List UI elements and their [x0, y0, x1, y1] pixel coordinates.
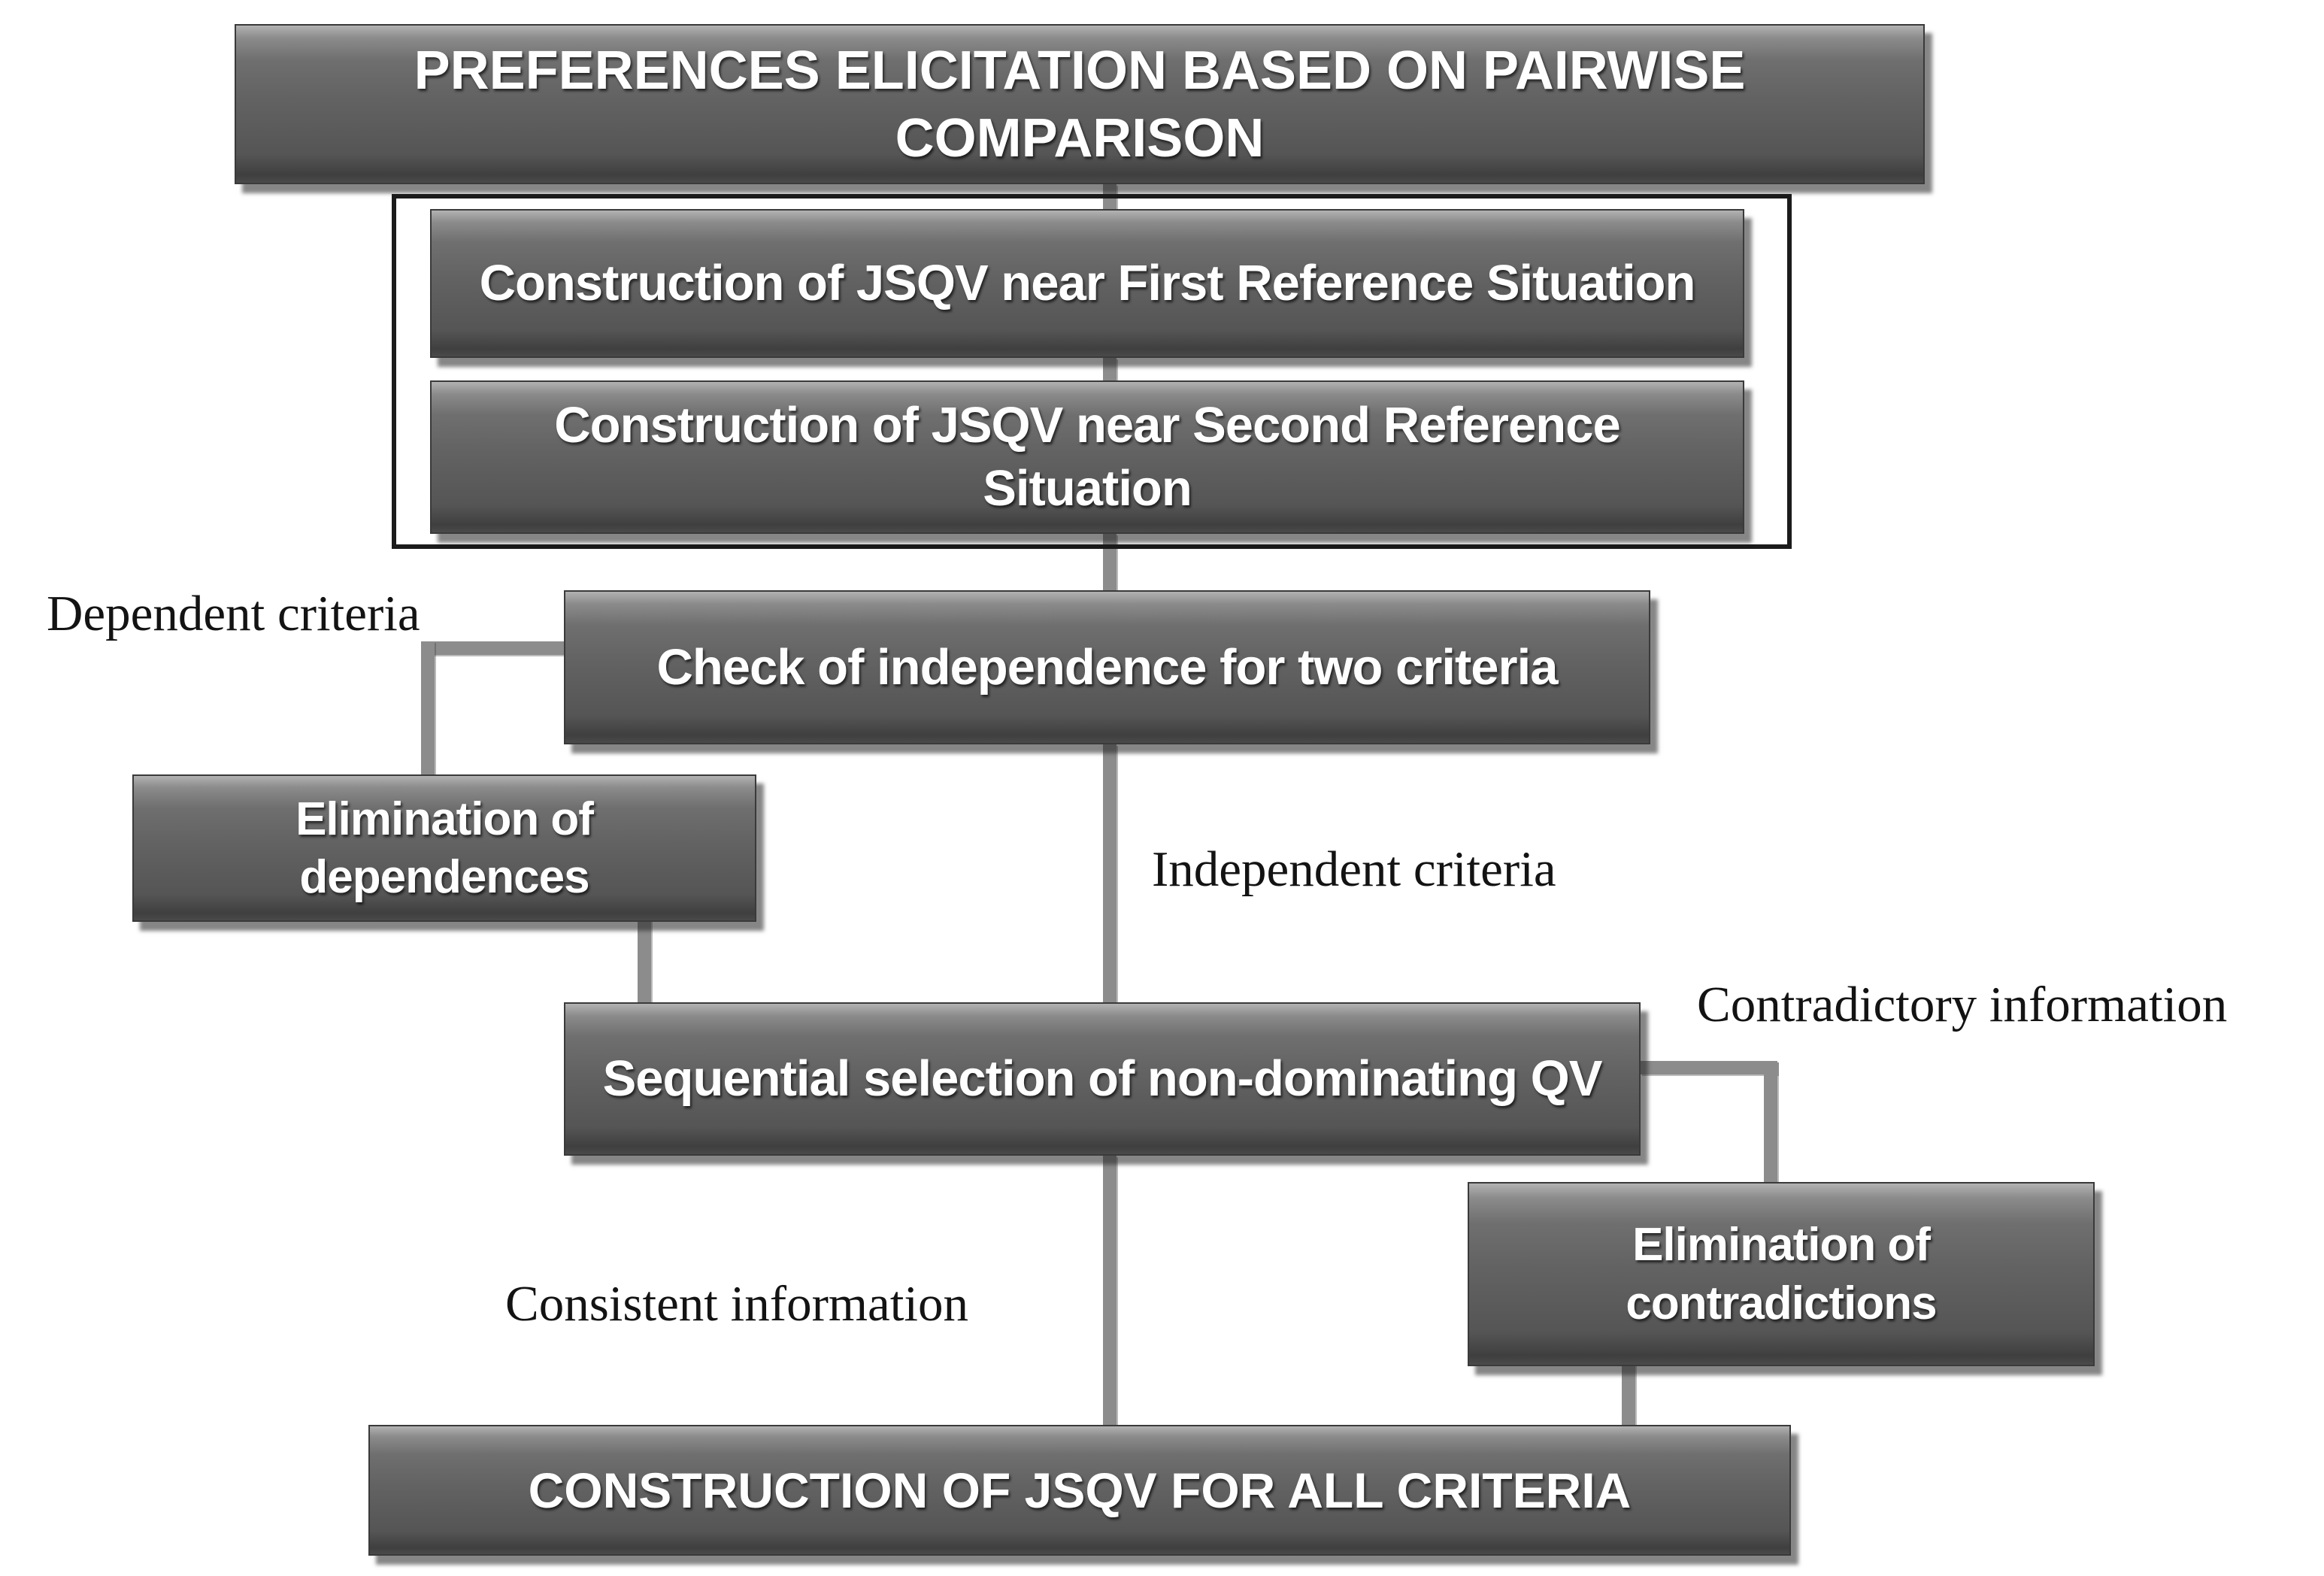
node-construction-all-criteria-label: CONSTRUCTION OF JSQV FOR ALL CRITERIA: [528, 1462, 1632, 1518]
connector-dependent-vertical: [421, 641, 435, 777]
node-construction-second-reference: Construction of JSQV near Second Referen…: [430, 380, 1744, 534]
edge-label-consistent-information: Consistent information: [505, 1276, 968, 1332]
node-construction-all-criteria: CONSTRUCTION OF JSQV FOR ALL CRITERIA: [368, 1425, 1791, 1556]
edge-label-independent-criteria: Independent criteria: [1152, 841, 1556, 897]
node-preferences-elicitation-label: PREFERENCES ELICITATION BASED ON PAIRWIS…: [414, 40, 1746, 168]
connector-group-to-check: [1103, 534, 1117, 594]
node-elimination-dependences-label: Elimination of dependences: [295, 793, 594, 904]
connector-contradictory-horizontal: [1641, 1061, 1777, 1074]
node-sequential-selection: Sequential selection of non-dominating Q…: [564, 1002, 1641, 1156]
node-construction-first-reference: Construction of JSQV near First Referenc…: [430, 209, 1744, 358]
node-construction-second-reference-label: Construction of JSQV near Second Referen…: [554, 397, 1620, 517]
node-check-independence: Check of independence for two criteria: [564, 590, 1650, 744]
connector-contradictory-vertical: [1764, 1061, 1777, 1184]
node-check-independence-label: Check of independence for two criteria: [656, 638, 1558, 696]
node-construction-first-reference-label: Construction of JSQV near First Referenc…: [479, 255, 1696, 312]
connector-elimcon-to-bottom: [1622, 1365, 1635, 1426]
connector-elimdep-to-sequential: [638, 920, 651, 1005]
connector-dependent-horizontal: [421, 641, 565, 655]
node-preferences-elicitation: PREFERENCES ELICITATION BASED ON PAIRWIS…: [235, 24, 1925, 184]
node-sequential-selection-label: Sequential selection of non-dominating Q…: [602, 1050, 1603, 1108]
node-elimination-contradictions-label: Elimination of contradictions: [1626, 1219, 1937, 1329]
edge-label-dependent-criteria: Dependent criteria: [47, 586, 420, 641]
edge-label-contradictory-information: Contradictory information: [1697, 977, 2228, 1032]
reference-situations-group-frame: [392, 194, 1792, 549]
node-elimination-contradictions: Elimination of contradictions: [1468, 1182, 2095, 1366]
connector-top-to-group: [1103, 184, 1117, 214]
connector-sequential-to-bottom: [1103, 1156, 1117, 1426]
connector-check-to-sequential: [1103, 744, 1117, 1004]
connector-firstref-to-secondref: [1103, 358, 1117, 380]
node-elimination-dependences: Elimination of dependences: [132, 774, 756, 922]
